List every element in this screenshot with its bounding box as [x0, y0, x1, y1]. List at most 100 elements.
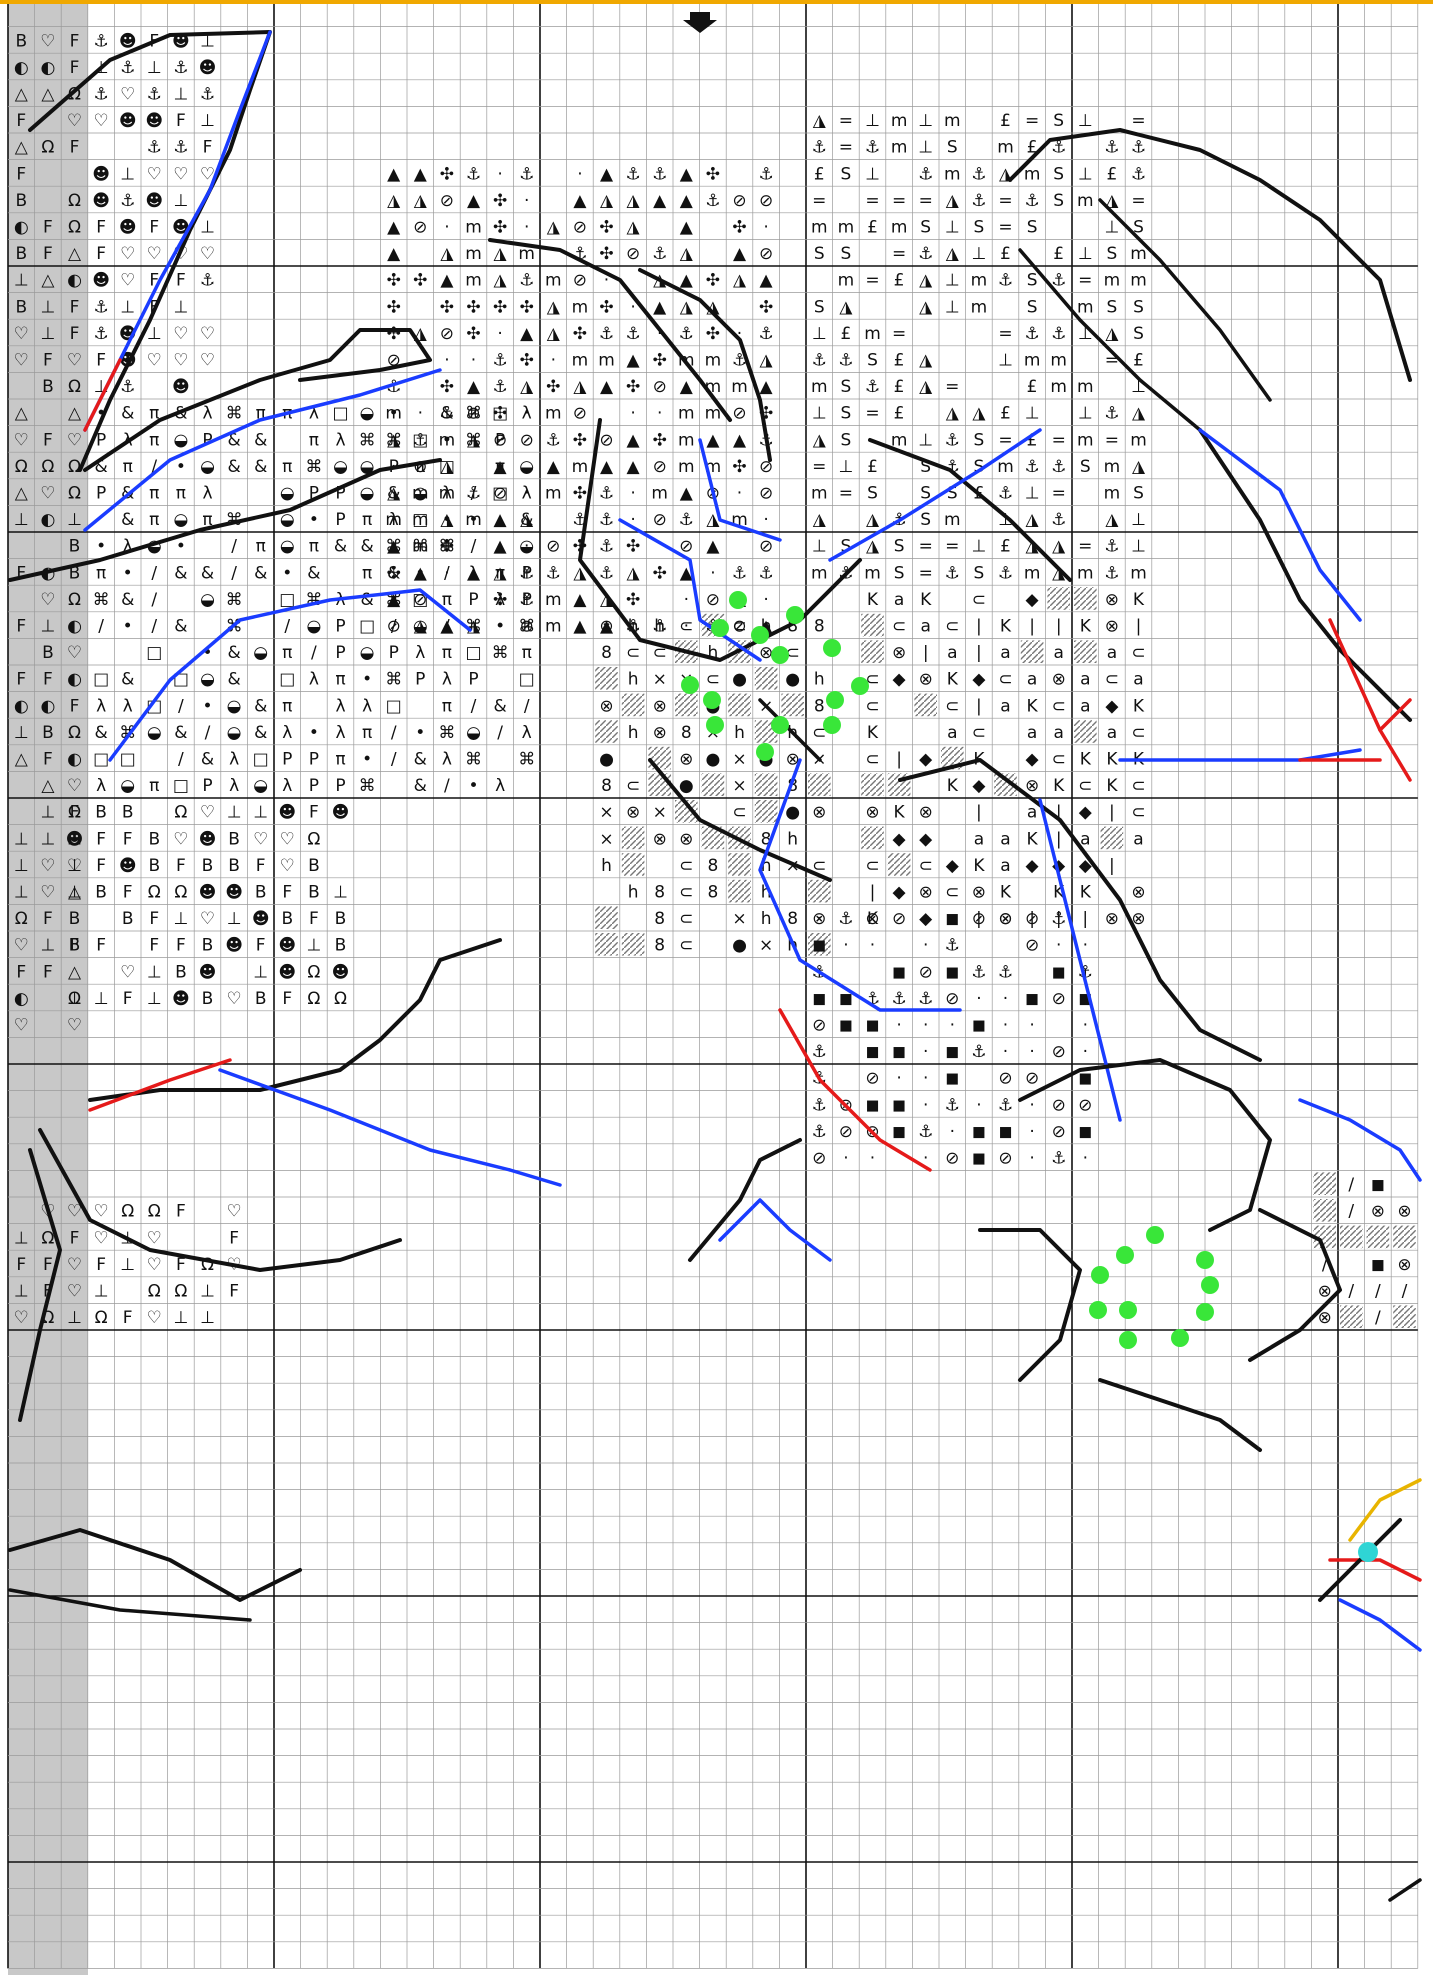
- stitch-symbol: △: [15, 138, 29, 158]
- stitch-symbol: ·: [1056, 936, 1061, 956]
- stitch-symbol: £: [1053, 244, 1064, 264]
- stitch-symbol: π: [282, 457, 292, 477]
- stitch-symbol: F: [70, 936, 80, 956]
- stitch-symbol: ⚓: [1104, 563, 1119, 583]
- stitch-symbol: ▲: [547, 457, 561, 477]
- stitch-symbol: S: [974, 563, 985, 583]
- hatched-cell: [595, 933, 618, 956]
- stitch-symbol: ⊗: [1105, 590, 1119, 610]
- stitch-symbol: a: [1133, 829, 1143, 849]
- stitch-symbol: π: [309, 537, 319, 557]
- stitch-symbol: ♡: [14, 1308, 29, 1328]
- stitch-symbol: ☻: [199, 58, 217, 78]
- stitch-symbol: ⚓: [599, 510, 614, 530]
- stitch-symbol: ⊥: [200, 218, 215, 238]
- stitch-symbol: =: [1052, 484, 1066, 504]
- stitch-symbol: ▲: [600, 457, 614, 477]
- stitch-symbol: □: [519, 670, 535, 690]
- stitch-symbol: ⊥: [838, 457, 853, 477]
- hatched-cell: [1313, 1172, 1336, 1195]
- bead-marker: [1358, 1542, 1378, 1562]
- stitch-symbol: π: [442, 643, 452, 663]
- stitch-symbol: S: [1027, 271, 1038, 291]
- stitch-symbol: ⊘: [865, 909, 879, 929]
- stitch-symbol: ⊥: [1078, 244, 1093, 264]
- stitch-symbol: ⚓: [652, 164, 667, 184]
- hatched-cell: [702, 773, 725, 796]
- stitch-symbol: Ω: [68, 218, 81, 238]
- stitch-symbol: m: [944, 111, 961, 131]
- french-knot: [771, 646, 789, 664]
- stitch-symbol: Ω: [68, 484, 81, 504]
- stitch-symbol: ♡: [120, 962, 135, 982]
- stitch-symbol: Ω: [68, 590, 81, 610]
- stitch-symbol: F: [43, 218, 53, 238]
- stitch-symbol: ◮: [1132, 404, 1146, 424]
- stitch-symbol: /: [1348, 1282, 1354, 1302]
- stitch-symbol: □: [253, 750, 269, 770]
- stitch-symbol: a: [1000, 829, 1010, 849]
- stitch-symbol: ◒: [519, 457, 534, 477]
- stitch-symbol: S: [974, 430, 985, 450]
- stitch-symbol: ⚓: [1051, 909, 1066, 929]
- stitch-symbol: ⊂: [1052, 696, 1066, 716]
- stitch-symbol: ⊘: [732, 191, 746, 211]
- stitch-symbol: h: [628, 723, 639, 743]
- stitch-symbol: B: [69, 537, 81, 557]
- stitch-symbol: ◆: [1026, 856, 1040, 876]
- stitch-symbol: S: [1027, 218, 1038, 238]
- stitch-symbol: P: [96, 484, 106, 504]
- stitch-symbol: ⌘: [93, 590, 110, 610]
- stitch-symbol: ⊂: [1078, 776, 1092, 796]
- stitch-symbol: ⊥: [120, 1255, 135, 1275]
- stitch-symbol: ◒: [200, 590, 215, 610]
- stitch-symbol: ⊘: [998, 1069, 1012, 1089]
- stitch-symbol: £: [894, 351, 905, 371]
- stitch-symbol: £: [1000, 537, 1011, 557]
- stitch-symbol: ♡: [200, 244, 215, 264]
- stitch-symbol: £: [867, 457, 878, 477]
- stitch-symbol: ·: [524, 537, 529, 557]
- stitch-symbol: ⌘: [385, 670, 402, 690]
- stitch-symbol: λ: [282, 723, 292, 743]
- stitch-symbol: •: [176, 457, 186, 477]
- stitch-symbol: ◒: [227, 723, 242, 743]
- stitch-symbol: ⚓: [93, 297, 108, 317]
- stitch-symbol: ⚓: [546, 563, 561, 583]
- hatched-cell: [622, 827, 645, 850]
- stitch-symbol: m: [545, 404, 562, 424]
- stitch-symbol: S: [841, 430, 852, 450]
- stitch-symbol: B: [15, 244, 27, 264]
- stitch-symbol: ♡: [147, 164, 162, 184]
- stitch-symbol: h: [628, 883, 639, 903]
- stitch-symbol: ◮: [813, 510, 827, 530]
- stitch-symbol: m: [891, 111, 908, 131]
- stitch-symbol: F: [282, 883, 292, 903]
- stitch-symbol: 8: [601, 643, 612, 663]
- stitch-symbol: ✣: [493, 218, 507, 238]
- stitch-symbol: ⚓: [945, 936, 960, 956]
- stitch-symbol: K: [1027, 829, 1039, 849]
- stitch-symbol: S: [1080, 457, 1091, 477]
- stitch-symbol: ♡: [67, 1282, 82, 1302]
- stitch-symbol: ◮: [839, 297, 853, 317]
- stitch-symbol: F: [16, 111, 26, 131]
- stitch-symbol: ▲: [494, 537, 508, 557]
- stitch-symbol: ♡: [200, 351, 215, 371]
- stitch-symbol: ⌘: [305, 457, 322, 477]
- stitch-symbol: F: [16, 962, 26, 982]
- hatched-cell: [1393, 1226, 1416, 1249]
- stitch-symbol: ✣: [520, 297, 534, 317]
- stitch-symbol: ⊥: [812, 324, 827, 344]
- stitch-symbol: S: [1053, 191, 1064, 211]
- stitch-symbol: ◮: [467, 617, 481, 637]
- stitch-symbol: ⚓: [546, 430, 561, 450]
- hatched-cell: [728, 694, 751, 717]
- stitch-symbol: ⊘: [653, 510, 667, 530]
- stitch-symbol: ▲: [387, 537, 401, 557]
- stitch-symbol: △: [41, 271, 55, 291]
- stitch-symbol: a: [1080, 670, 1090, 690]
- stitch-symbol: ×: [759, 936, 773, 956]
- stitch-symbol: ⚓: [1104, 138, 1119, 158]
- stitch-symbol: ·: [870, 936, 875, 956]
